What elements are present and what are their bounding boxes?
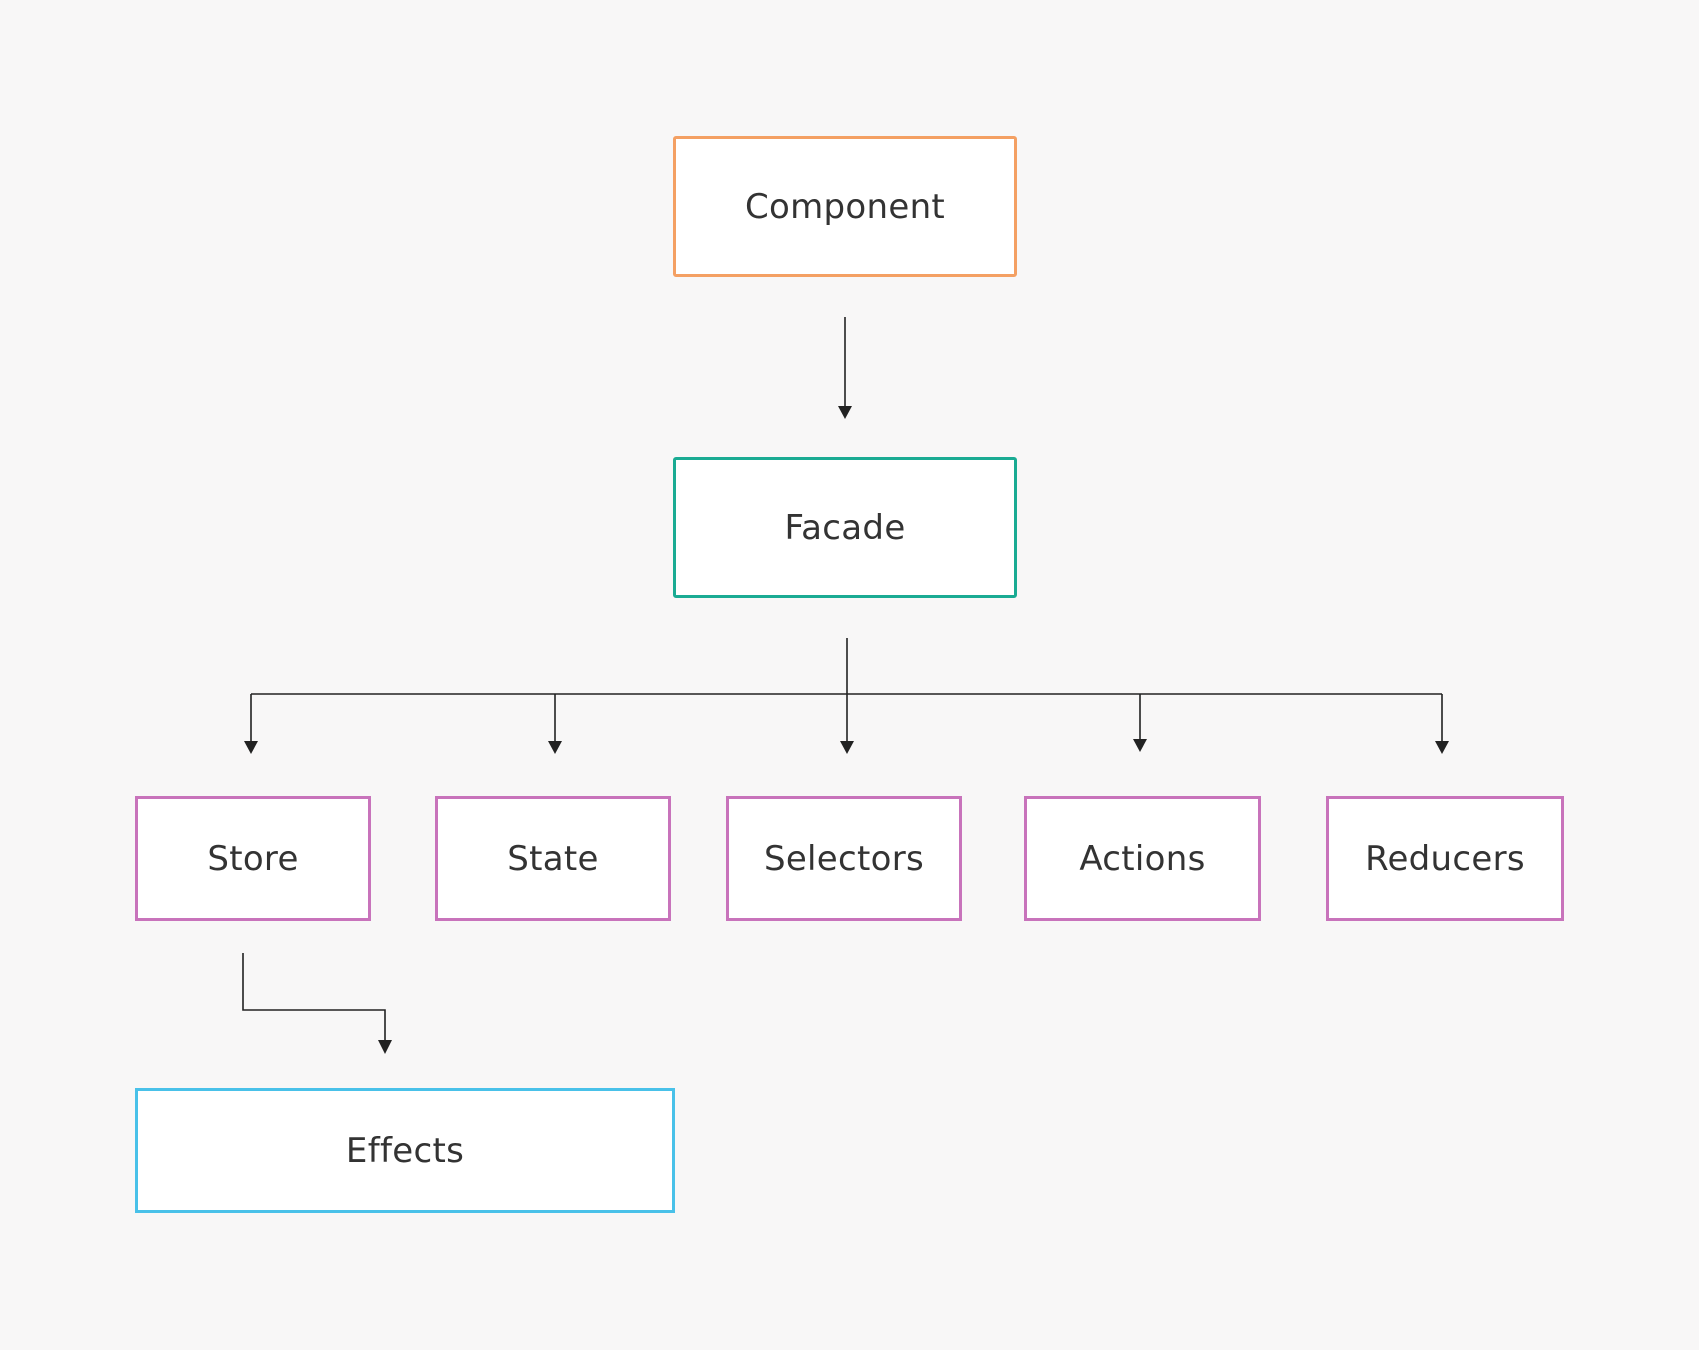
component-node: Component [673, 136, 1017, 277]
facade-node: Facade [673, 457, 1017, 598]
edge-store-effects [242, 953, 386, 1040]
arrowhead-selectors [840, 741, 854, 754]
selectors-label: Selectors [763, 838, 925, 879]
store-node: Store [135, 796, 371, 921]
actions-label: Actions [1079, 838, 1206, 879]
arrowhead-effects [378, 1040, 392, 1054]
facade-label: Facade [784, 507, 906, 548]
state-node: State [435, 796, 671, 921]
store-label: Store [207, 838, 299, 879]
actions-node: Actions [1024, 796, 1261, 921]
component-label: Component [744, 186, 946, 227]
arrowhead-state [548, 741, 562, 754]
arrowhead-reducers [1435, 741, 1449, 754]
reducers-label: Reducers [1365, 838, 1525, 879]
reducers-node: Reducers [1326, 796, 1564, 921]
arrowhead-store [244, 741, 258, 754]
effects-label: Effects [345, 1130, 465, 1171]
state-label: State [507, 838, 599, 879]
effects-node: Effects [135, 1088, 675, 1213]
arrowhead-facade [838, 406, 852, 419]
arrowhead-actions [1133, 739, 1147, 752]
selectors-node: Selectors [726, 796, 962, 921]
